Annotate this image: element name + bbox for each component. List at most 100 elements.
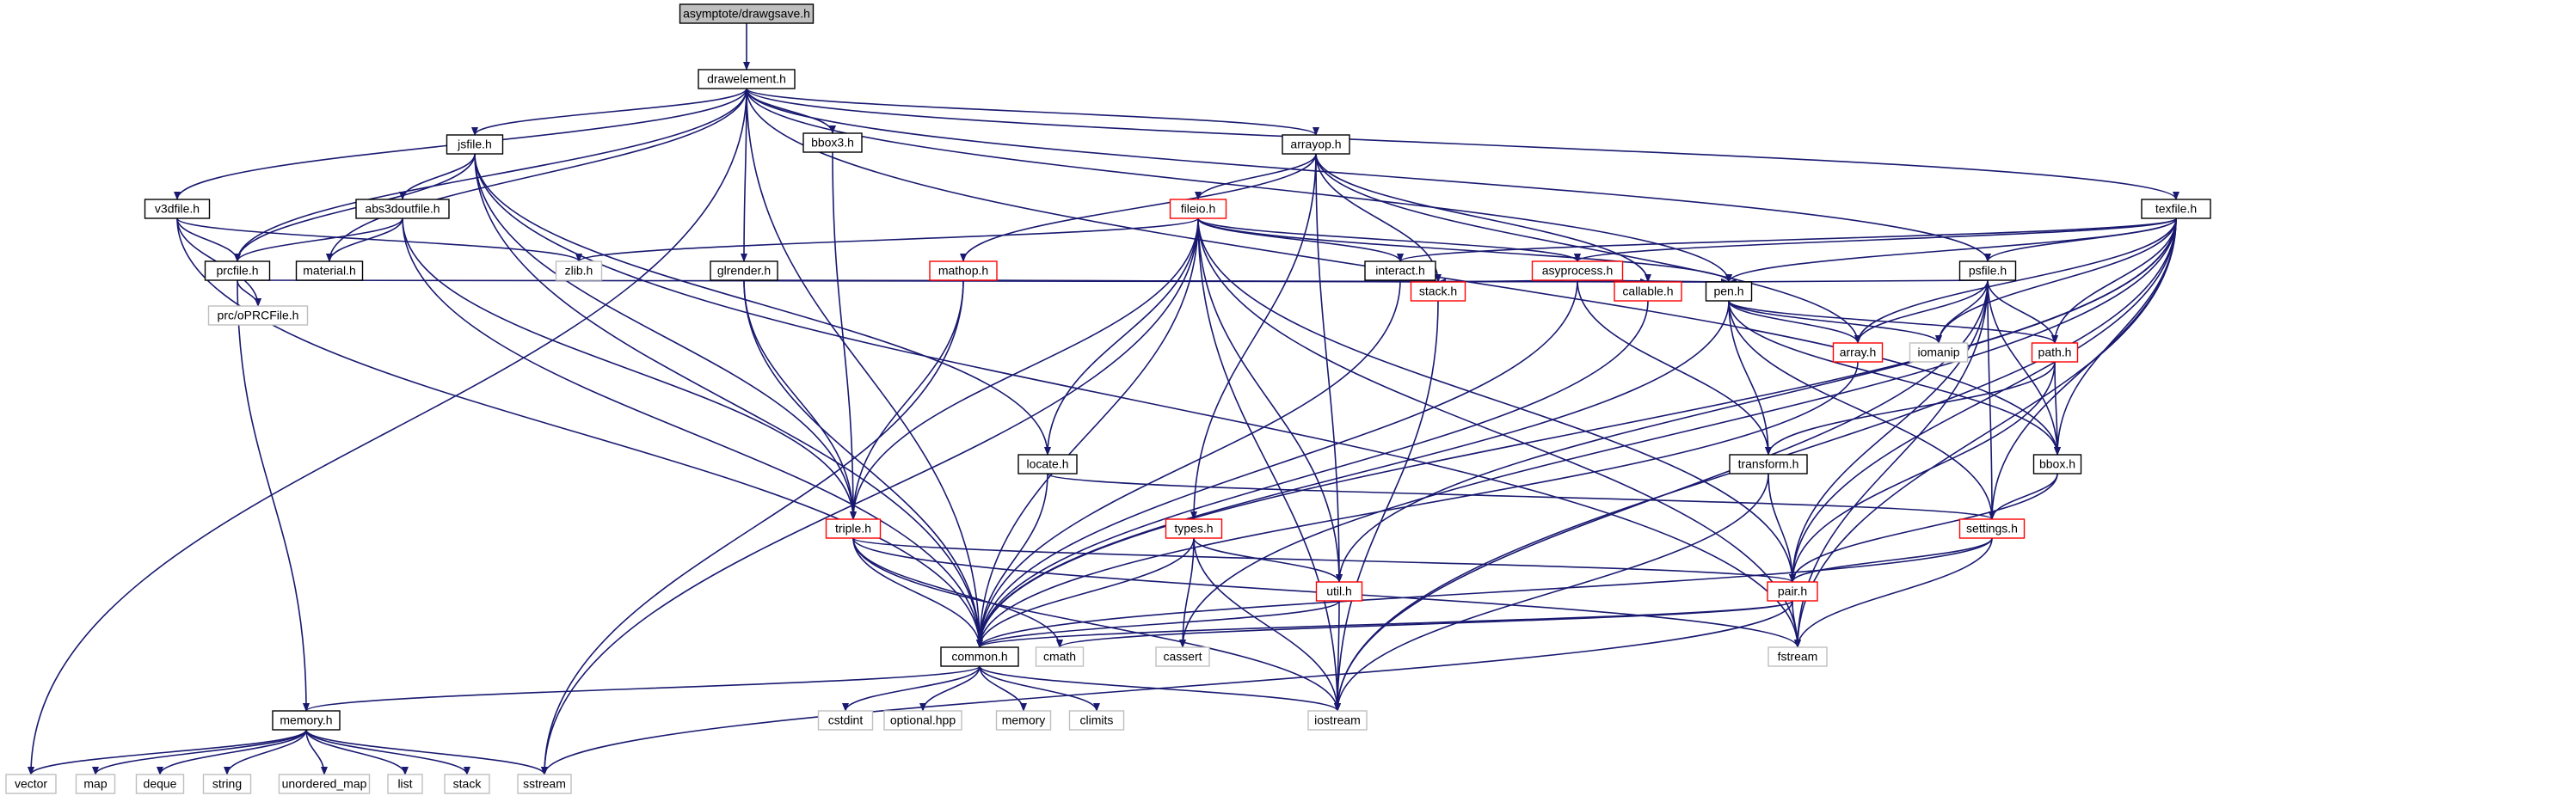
node-label: cstdint: [828, 713, 864, 727]
node-settings[interactable]: settings.h: [1958, 518, 2026, 539]
edge-texfile-to-settings: [1989, 217, 2177, 520]
node-path[interactable]: path.h: [2031, 342, 2079, 363]
node-label: util.h: [1326, 585, 1352, 598]
node-bbox[interactable]: bbox.h: [2032, 454, 2082, 474]
edge-util-to-iostream: [1334, 600, 1342, 712]
edge-pair-to-fstream: [1792, 600, 1801, 648]
edge-pen-to-iomanip: [1728, 300, 1942, 344]
node-memory-h[interactable]: memory.h: [272, 710, 341, 731]
edge-arrow: [1935, 279, 1989, 344]
node-cmath: cmath: [1035, 646, 1085, 667]
node-locate[interactable]: locate.h: [1017, 454, 1078, 474]
edge-arrow: [1315, 153, 1861, 344]
edge-path-to-bbox: [2053, 361, 2061, 456]
node-label: cmath: [1043, 650, 1076, 664]
node-fileio[interactable]: fileio.h: [1169, 199, 1227, 219]
edge-psfile-to-iostream: [1334, 279, 1989, 712]
node-drawgsave[interactable]: asymptote/drawgsave.h: [679, 3, 815, 24]
node-label: bbox.h: [2039, 457, 2075, 471]
node-box: [1768, 646, 1828, 667]
node-pair[interactable]: pair.h: [1767, 581, 1818, 602]
edge-arrow: [157, 729, 307, 775]
edge-arrow: [1792, 600, 1801, 648]
node-fstream: fstream: [1768, 646, 1828, 667]
node-iomanip: iomanip: [1909, 342, 1969, 363]
edge-arrow: [474, 153, 857, 520]
node-jsfile[interactable]: jsfile.h: [446, 134, 504, 155]
edge-arrow: [541, 279, 964, 775]
node-label: bbox3.h: [811, 136, 854, 150]
node-asyprocess[interactable]: asyprocess.h: [1531, 260, 1624, 281]
edge-arrayop-to-fileio: [1195, 153, 1317, 200]
node-psfile[interactable]: psfile.h: [1958, 260, 2017, 281]
edge-pair-to-sstream: [541, 600, 1793, 775]
node-callable[interactable]: callable.h: [1614, 281, 1682, 302]
edge-arrow: [746, 88, 1319, 136]
edge-v3dfile-to-zlib: [176, 217, 582, 262]
edge-jsfile-to-triple: [474, 153, 857, 520]
edge-arrow: [1789, 473, 2058, 583]
edge-settings-to-pair: [1789, 537, 1993, 583]
node-stack-std: stack: [444, 774, 490, 794]
node-types[interactable]: types.h: [1165, 518, 1223, 539]
node-util[interactable]: util.h: [1315, 581, 1363, 602]
node-box: [1068, 710, 1125, 731]
node-label: transform.h: [1738, 457, 1799, 471]
node-interact[interactable]: interact.h: [1364, 260, 1436, 281]
node-bbox3[interactable]: bbox3.h: [802, 132, 863, 153]
edge-texfile-to-pair: [1789, 217, 2177, 583]
node-box: [1315, 581, 1363, 602]
node-transform[interactable]: transform.h: [1729, 454, 1808, 474]
edge-settings-to-fstream: [1794, 537, 1993, 648]
node-box: [883, 710, 962, 731]
node-box: [1169, 199, 1227, 219]
node-label: array.h: [1840, 346, 1877, 359]
node-climits: climits: [1068, 710, 1125, 731]
node-mathop[interactable]: mathop.h: [929, 260, 998, 281]
node-string: string: [202, 774, 252, 794]
edge-arrow: [305, 729, 409, 775]
edge-drawelement-to-arrayop: [746, 88, 1319, 136]
edge-arrow: [1989, 217, 2177, 520]
node-drawelement[interactable]: drawelement.h: [698, 69, 796, 89]
node-optional: optional.hpp: [883, 710, 962, 731]
edge-fileio-to-fstream: [1197, 217, 1801, 648]
node-box: [1614, 281, 1682, 302]
node-box: [202, 774, 252, 794]
node-label: interact.h: [1375, 264, 1425, 278]
edge-arrow: [1190, 153, 1317, 520]
edge-arrow: [1197, 217, 1341, 712]
edge-transform-to-iostream: [1334, 473, 1769, 712]
node-label: abs3doutfile.h: [365, 202, 440, 216]
node-arrayop[interactable]: arrayop.h: [1282, 134, 1350, 155]
node-triple[interactable]: triple.h: [825, 518, 882, 539]
node-v3dfile[interactable]: v3dfile.h: [144, 199, 211, 219]
node-prcfile[interactable]: prcfile.h: [204, 260, 271, 281]
edge-arrow: [474, 153, 983, 648]
node-label: list: [397, 777, 412, 791]
node-label: zlib.h: [565, 264, 593, 278]
edge-arrow: [1195, 153, 1317, 200]
node-glrender[interactable]: glrender.h: [710, 260, 778, 281]
edge-arrow: [1197, 217, 1404, 262]
node-texfile[interactable]: texfile.h: [2141, 199, 2211, 219]
edge-mathop-to-sstream: [541, 279, 964, 775]
edge-arrow: [2054, 217, 2177, 456]
edge-texfile-to-iomanip: [1935, 217, 2177, 344]
node-material[interactable]: material.h: [295, 260, 364, 281]
node-stack[interactable]: stack.h: [1410, 281, 1466, 302]
edge-arrow: [1334, 300, 1439, 712]
edge-arrow: [92, 729, 307, 775]
edge-drawelement-to-jsfile: [471, 88, 747, 136]
node-array[interactable]: array.h: [1832, 342, 1884, 363]
node-label: path.h: [2038, 346, 2072, 359]
edge-arrow: [741, 88, 748, 262]
edge-arrow: [979, 665, 1341, 712]
node-pen[interactable]: pen.h: [1705, 281, 1753, 302]
node-common[interactable]: common.h: [940, 646, 1019, 667]
edge-arrow: [1193, 537, 1341, 712]
edge-transform-to-pair: [1768, 473, 1796, 583]
edge-arrow: [1794, 217, 2177, 648]
node-zlib: zlib.h: [555, 260, 603, 281]
node-abs3doutfile[interactable]: abs3doutfile.h: [355, 199, 450, 219]
